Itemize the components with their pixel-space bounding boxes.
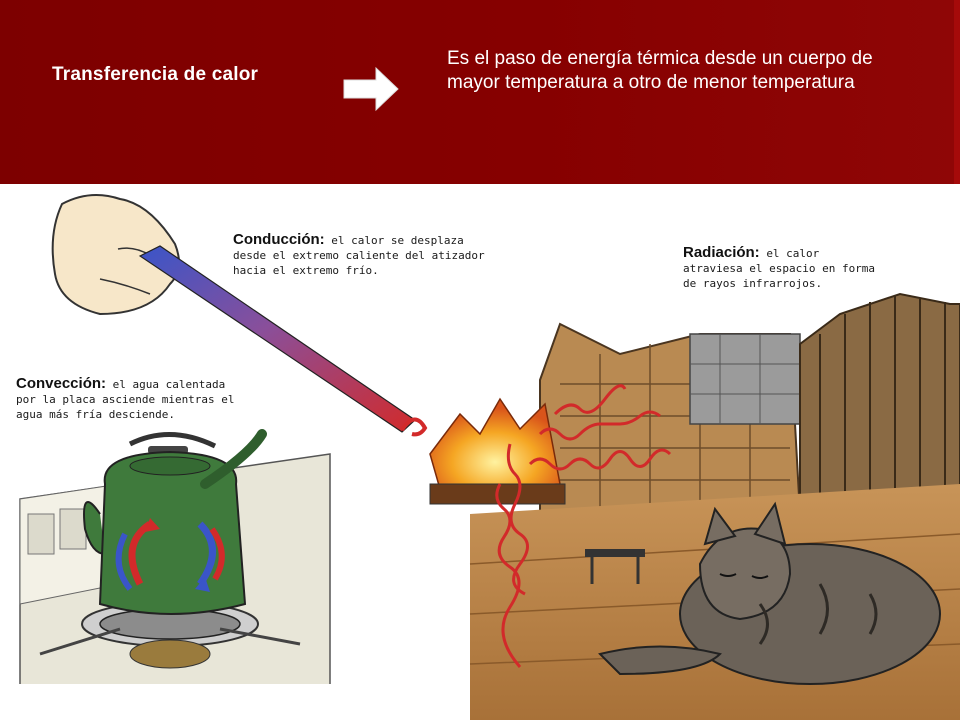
conveccion-heading: Convección: (16, 375, 107, 392)
hand-holding-poker (51, 194, 428, 437)
radiacion-caption: Radiación: el calor atraviesa el espacio… (683, 245, 875, 291)
kettle (83, 429, 267, 615)
conduccion-heading: Conducción: (233, 231, 325, 248)
radiacion-heading: Radiación: (683, 244, 760, 261)
banner-edge (954, 0, 960, 184)
heat-transfer-illustration (0, 184, 960, 720)
title-banner: Transferencia de calor Es el paso de ene… (0, 0, 960, 184)
radiacion-text: el calor atraviesa el espacio en forma d… (683, 247, 876, 290)
conduccion-text: el calor se desplaza desde el extremo ca… (233, 234, 485, 277)
slide-title: Transferencia de calor (52, 64, 259, 85)
fireplace (429, 322, 802, 546)
conveccion-caption: Convección: el agua calentada por la pla… (16, 376, 235, 422)
definition-text: Es el paso de energía térmica desde un c… (447, 48, 873, 93)
right-arrow-icon (343, 66, 399, 112)
bottom-margin (0, 684, 456, 720)
fire-grate (585, 549, 645, 557)
illustration-art (0, 194, 960, 720)
radiation-rays (495, 384, 672, 668)
conduccion-caption: Conducción: el calor se desplaza desde e… (233, 232, 485, 278)
conveccion-text: el agua calentada por la placa asciende … (16, 378, 235, 421)
sleeping-cat (598, 501, 941, 685)
